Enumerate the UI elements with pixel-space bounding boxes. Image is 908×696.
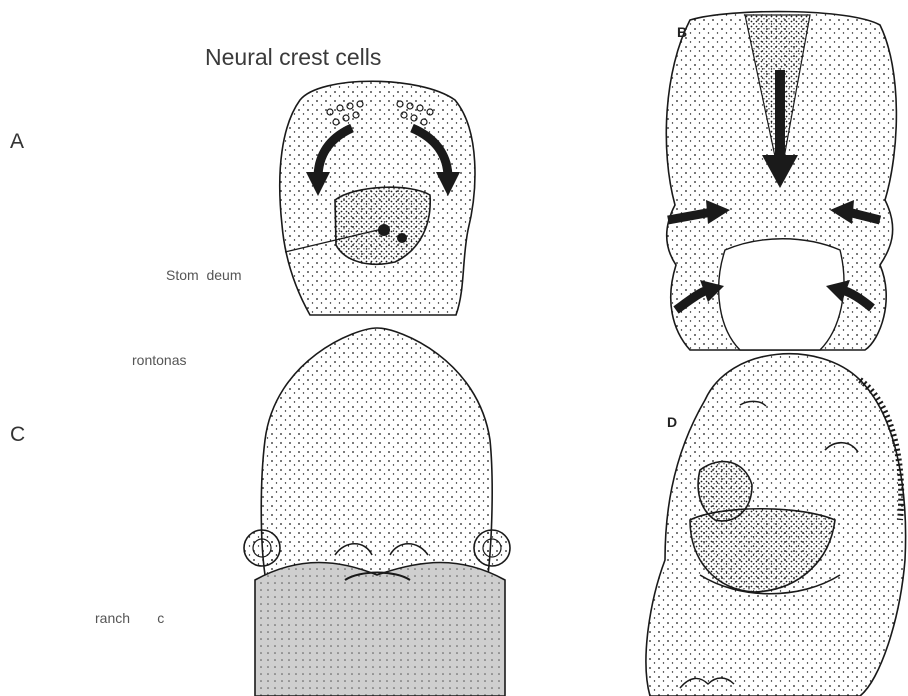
artist-signature: [0, 0, 908, 696]
embryo-face-figure: Neural crest cells A C B D Stom deum ron…: [0, 0, 908, 696]
